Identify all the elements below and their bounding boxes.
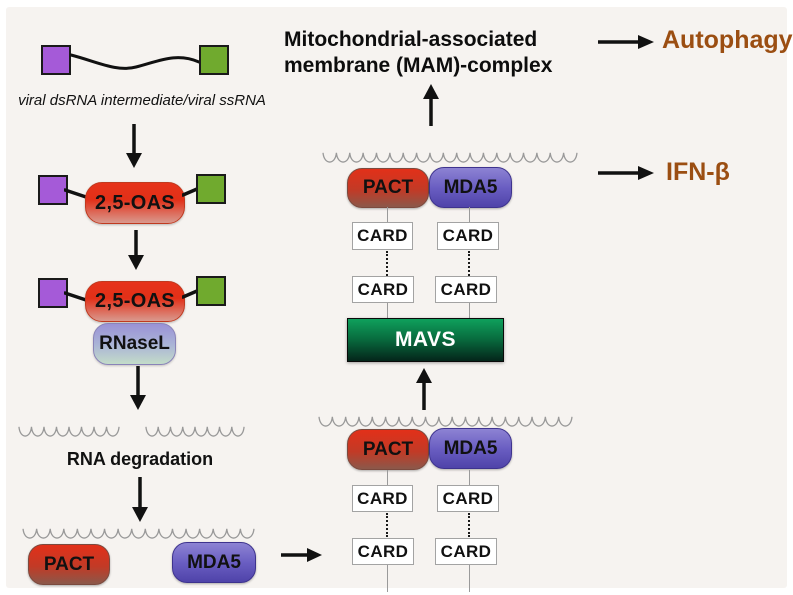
rna-connector-left: [64, 188, 88, 199]
arrow-up-to-mavs: [416, 368, 432, 410]
rna-purple-end-2: [38, 175, 68, 205]
card-label: CARD: [357, 488, 408, 508]
card-card-dotted-link: [468, 251, 470, 276]
oas-label: 2,5-OAS: [95, 290, 175, 312]
mda5-label: MDA5: [443, 437, 498, 459]
card-domain-box: CARD: [437, 222, 499, 250]
arrow-up-to-mam-title: [423, 84, 439, 126]
rna-degradation-label: RNA degradation: [66, 449, 214, 469]
rna-connector-left-2: [64, 291, 88, 302]
connector-card-mavs: [387, 303, 388, 318]
card-card-dotted-link: [386, 513, 388, 537]
connector-card-mavs: [469, 303, 470, 318]
connector-mda5-card: [469, 470, 470, 485]
connector-pact-card: [387, 470, 388, 485]
oas-block-2: 2,5-OAS: [85, 281, 185, 322]
arrow-down-to-degradation: [130, 366, 146, 410]
mavs-block: MAVS: [347, 318, 504, 362]
pact-label: PACT: [362, 177, 414, 198]
mam-complex-title: Mitochondrial-associated membrane (MAM)-…: [284, 27, 552, 79]
card-label: CARD: [442, 226, 494, 245]
mam-complex-title-line1: Mitochondrial-associated: [284, 28, 538, 51]
arrow-right-to-autophagy: [598, 35, 654, 49]
connector-mda5-card: [469, 207, 470, 223]
viral-rna-label: viral dsRNA intermediate/viral ssRNA: [18, 92, 266, 109]
pact-label: PACT: [43, 553, 95, 575]
pact-block-complex: PACT: [347, 429, 429, 470]
card-domain-box: CARD: [352, 485, 413, 512]
autophagy-label: Autophagy: [662, 26, 793, 54]
connector-card-tail: [469, 565, 470, 592]
arrow-down-to-oas: [126, 124, 142, 168]
connector-pact-card: [387, 207, 388, 223]
mam-complex-title-line2: membrane (MAM)-complex: [284, 54, 553, 77]
mda5-block-free: MDA5: [172, 542, 256, 583]
card-domain-box: CARD: [352, 276, 414, 303]
rna-green-end-3: [196, 276, 226, 306]
card-label: CARD: [357, 279, 409, 299]
ifn-beta-label: IFN-β: [666, 158, 730, 186]
card-label: CARD: [357, 226, 408, 245]
membrane-wavy-middle: [318, 414, 573, 431]
arrow-right-to-complex: [281, 548, 322, 562]
mda5-block-complex: MDA5: [429, 428, 512, 469]
membrane-wavy-bottom-left: [22, 526, 255, 543]
viral-rna-strand-curve: [70, 53, 200, 70]
mavs-label: MAVS: [394, 328, 457, 351]
viral-rna-purple-end: [41, 45, 71, 75]
rnasel-label: RNaseL: [99, 333, 170, 354]
mda5-label: MDA5: [187, 551, 241, 573]
card-card-dotted-link: [468, 513, 470, 537]
card-domain-box: CARD: [435, 538, 497, 565]
card-domain-box: CARD: [435, 276, 497, 303]
rnasel-block: RNaseL: [93, 323, 176, 365]
degraded-rna-wavy-2: [145, 424, 245, 441]
oas-block-1: 2,5-OAS: [85, 182, 185, 224]
card-domain-box: CARD: [437, 485, 499, 512]
card-domain-box: CARD: [352, 538, 414, 565]
pact-label: PACT: [362, 438, 414, 460]
connector-card-tail: [387, 565, 388, 592]
arrow-down-to-pact-mda5: [132, 477, 148, 522]
rna-connector-right: [182, 187, 198, 197]
membrane-wavy-top: [322, 150, 578, 167]
card-domain-box: CARD: [352, 222, 413, 250]
degraded-rna-wavy-1: [18, 424, 120, 441]
card-card-dotted-link: [386, 251, 388, 276]
mda5-label: MDA5: [443, 176, 498, 198]
arrow-right-to-ifn: [598, 166, 654, 180]
rna-green-end-2: [196, 174, 226, 204]
pact-block-free: PACT: [28, 544, 110, 585]
pact-block-mam: PACT: [347, 168, 429, 208]
viral-rna-green-end: [199, 45, 229, 75]
card-label: CARD: [357, 541, 409, 561]
arrow-down-to-oas-rnasel: [128, 230, 144, 270]
mda5-block-mam: MDA5: [429, 167, 512, 208]
card-label: CARD: [440, 279, 492, 299]
card-label: CARD: [442, 488, 494, 508]
card-label: CARD: [440, 541, 492, 561]
rna-connector-right-2: [182, 289, 198, 299]
oas-label: 2,5-OAS: [95, 191, 175, 214]
